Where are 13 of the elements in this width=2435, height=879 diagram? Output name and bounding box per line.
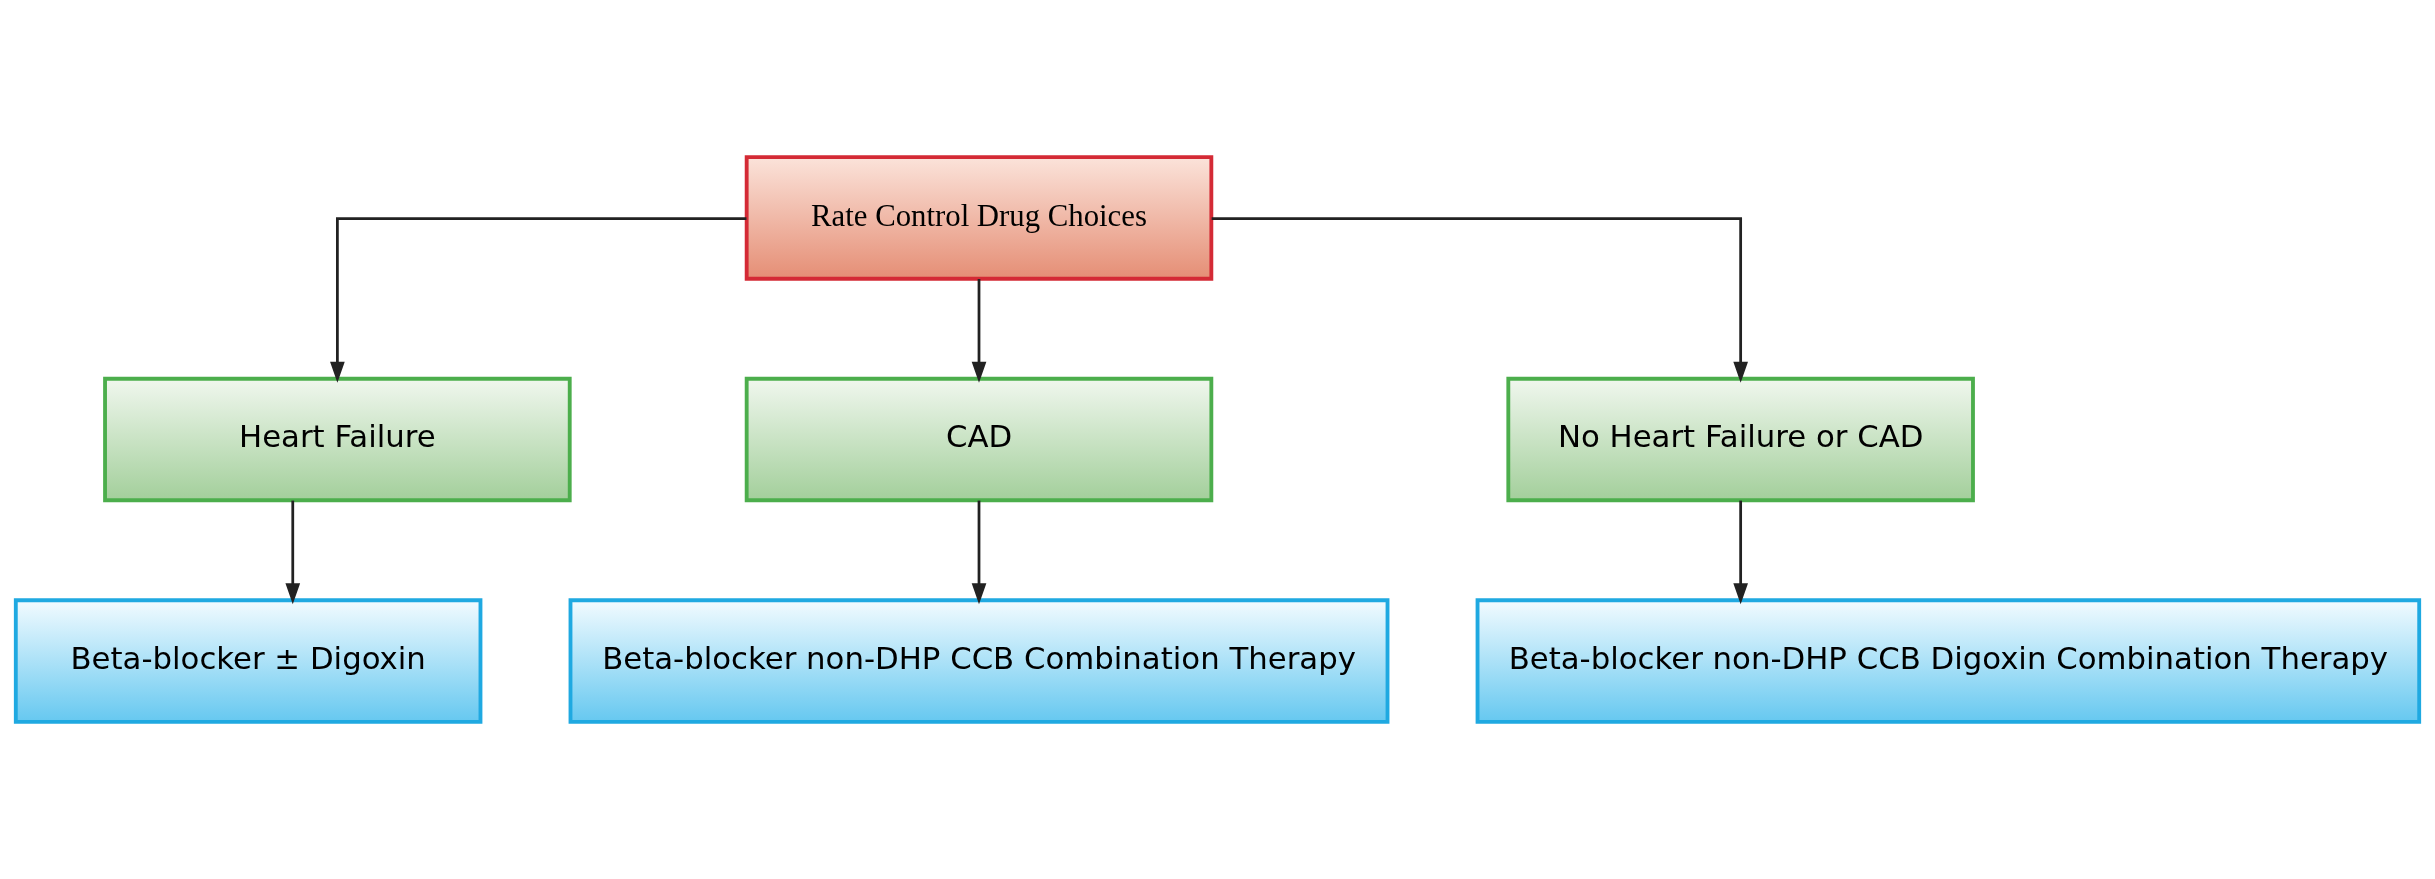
arrow xyxy=(1733,500,1748,605)
node-box: Beta-blocker non-DHP CCB Digoxin Combination Therapy xyxy=(1475,598,2422,724)
arrow xyxy=(1211,217,1748,383)
arrow xyxy=(330,217,747,383)
arrow xyxy=(285,500,301,605)
node-box: No Heart Failure or CAD xyxy=(1506,376,1975,503)
node-box: Beta-blocker ± Digoxin xyxy=(13,598,483,724)
arrow xyxy=(971,500,987,605)
arrow xyxy=(971,279,987,383)
node-box: Heart Failure xyxy=(103,376,572,503)
node-box: Beta-blocker non-DHP CCB Combination Therapy xyxy=(568,598,1390,724)
node-box: CAD xyxy=(744,376,1214,503)
node-box: Rate Control Drug Choices xyxy=(744,155,1214,281)
